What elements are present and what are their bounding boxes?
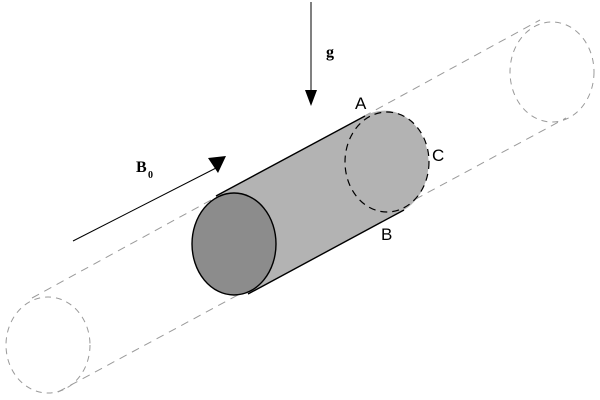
tube-top-edge [31,19,541,299]
field-label-subscript: 0 [148,170,153,181]
point-b-label: B [381,225,392,244]
field-arrow-head [208,156,226,173]
tube-right-end [509,21,595,123]
point-c-label: C [432,146,444,165]
dashed-tube [5,19,595,394]
cylinder-hidden-end [344,111,430,213]
cylinder-top-edge [215,115,366,197]
tube-bottom-edge [57,117,567,393]
field-label: B [136,159,147,176]
field-arrow-line [72,166,219,242]
solid-cylinder [191,110,430,296]
field-arrow [72,156,226,242]
gravity-label: g [326,44,334,61]
point-a-label: A [355,94,367,113]
cylinder-bottom-edge [247,209,405,295]
tube-left-end [5,296,91,394]
gravity-arrow [305,2,317,106]
cylinder-front-face [191,192,277,296]
gravity-arrow-head [305,90,317,106]
